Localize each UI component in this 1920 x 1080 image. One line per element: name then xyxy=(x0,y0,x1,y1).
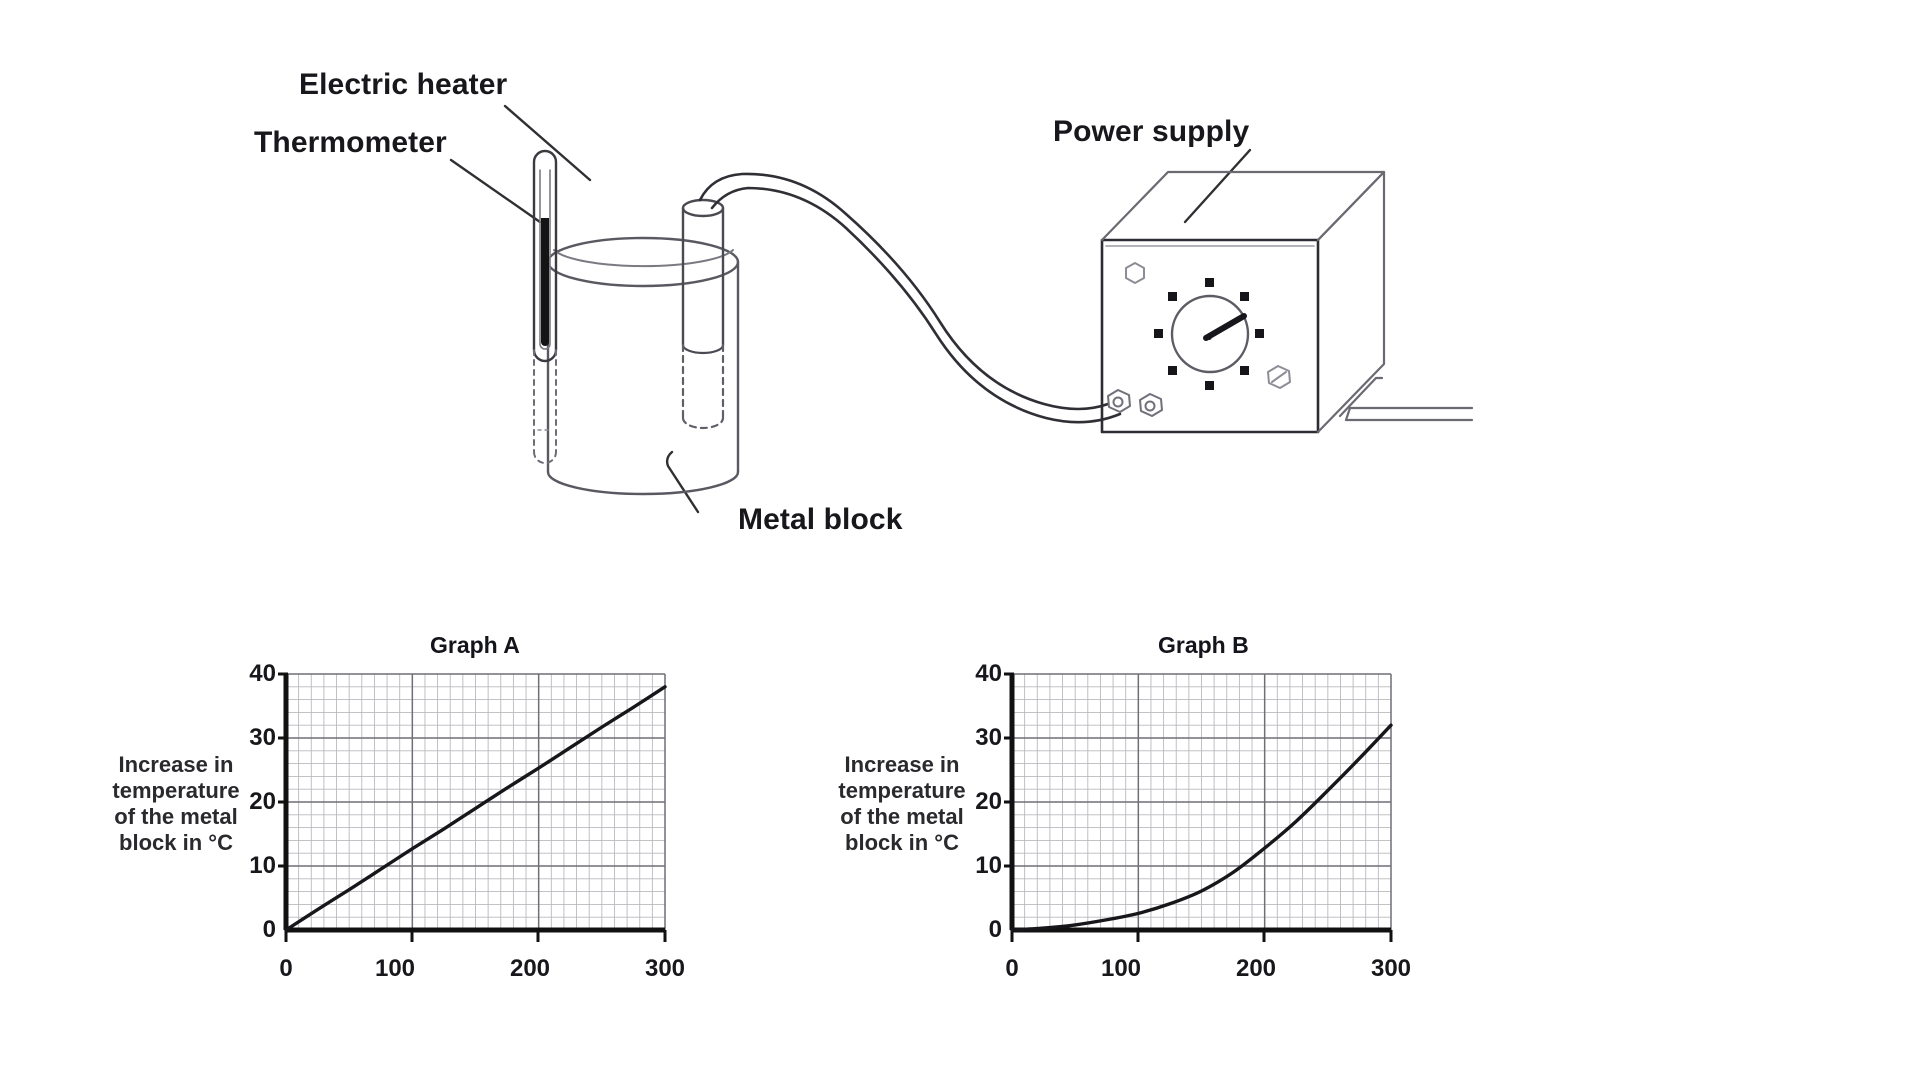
graph-b-y-axis-label-line-3: of the metal xyxy=(840,803,964,829)
mains-cable xyxy=(1338,376,1474,422)
graph-b-ytick-0: 0 xyxy=(988,916,1002,943)
dial-pointer xyxy=(1203,313,1247,341)
leader-line-thermometer xyxy=(449,158,542,224)
graph-b-xtick-100: 100 xyxy=(1100,955,1142,982)
graph-a-xtick-200: 200 xyxy=(509,955,551,982)
leader-line-power-supply xyxy=(1183,148,1252,224)
graph-a-tick-marks xyxy=(278,672,667,942)
graph-b-tick-marks xyxy=(1004,672,1393,942)
graph-b-y-axis-label-line-2: temperature xyxy=(838,777,966,803)
graph-b-ytick-20: 20 xyxy=(975,788,1002,815)
graph-a-y-axis-label-line-2: temperature xyxy=(112,777,240,803)
graph-a-xtick-0: 0 xyxy=(279,955,293,982)
label-thermometer: Thermometer xyxy=(254,126,447,159)
panel-screw xyxy=(1267,365,1291,389)
graph-b-y-axis-label-line-4: block in °C xyxy=(845,829,959,855)
graph-a-xtick-100: 100 xyxy=(374,955,416,982)
graph-a-y-axis-label-line-4: block in °C xyxy=(119,829,233,855)
graph-b-ytick-30: 30 xyxy=(975,724,1002,751)
dial-setting-dots xyxy=(1154,278,1264,390)
graph-a-ytick-10: 10 xyxy=(249,852,276,879)
graph-b-y-axis-label: Increase in temperature of the metal blo… xyxy=(822,752,982,856)
electric-heater-glyph xyxy=(681,198,725,430)
graph-a-title: Graph A xyxy=(430,632,520,658)
graph-b-xtick-200: 200 xyxy=(1235,955,1277,982)
power-supply-box xyxy=(1100,170,1386,434)
graph-a-y-axis-label: Increase in temperature of the metal blo… xyxy=(96,752,256,856)
output-terminals xyxy=(1107,389,1163,417)
label-electric-heater: Electric heater xyxy=(299,68,508,101)
graph-a-y-axis-label-line-1: Increase in xyxy=(118,752,234,777)
graph-b-xtick-300: 300 xyxy=(1370,955,1412,982)
label-metal-block: Metal block xyxy=(738,503,903,536)
graph-b-title: Graph B xyxy=(1158,632,1249,658)
graph-b-series-line xyxy=(1010,723,1393,932)
graph-a-ytick-30: 30 xyxy=(249,724,276,751)
dial-circle xyxy=(1170,294,1250,374)
graph-a-series-line xyxy=(284,685,667,932)
graph-a-ytick-0: 0 xyxy=(262,916,276,943)
leader-line-electric-heater xyxy=(503,104,592,182)
graph-a-ytick-40: 40 xyxy=(249,660,276,687)
graph-a-ytick-20: 20 xyxy=(249,788,276,815)
leader-line-metal-block xyxy=(665,450,700,514)
graph-b-xtick-0: 0 xyxy=(1005,955,1019,982)
label-power-supply: Power supply xyxy=(1053,115,1250,148)
graph-b-ytick-10: 10 xyxy=(975,852,1002,879)
graph-b-ytick-40: 40 xyxy=(975,660,1002,687)
thermometer-glyph xyxy=(532,149,558,464)
graph-a-xtick-300: 300 xyxy=(644,955,686,982)
indicator-lamp xyxy=(1125,262,1145,284)
heater-leads xyxy=(698,172,1122,424)
graph-b-y-axis-label-line-1: Increase in xyxy=(844,752,960,777)
graph-a-y-axis-label-line-3: of the metal xyxy=(114,803,238,829)
